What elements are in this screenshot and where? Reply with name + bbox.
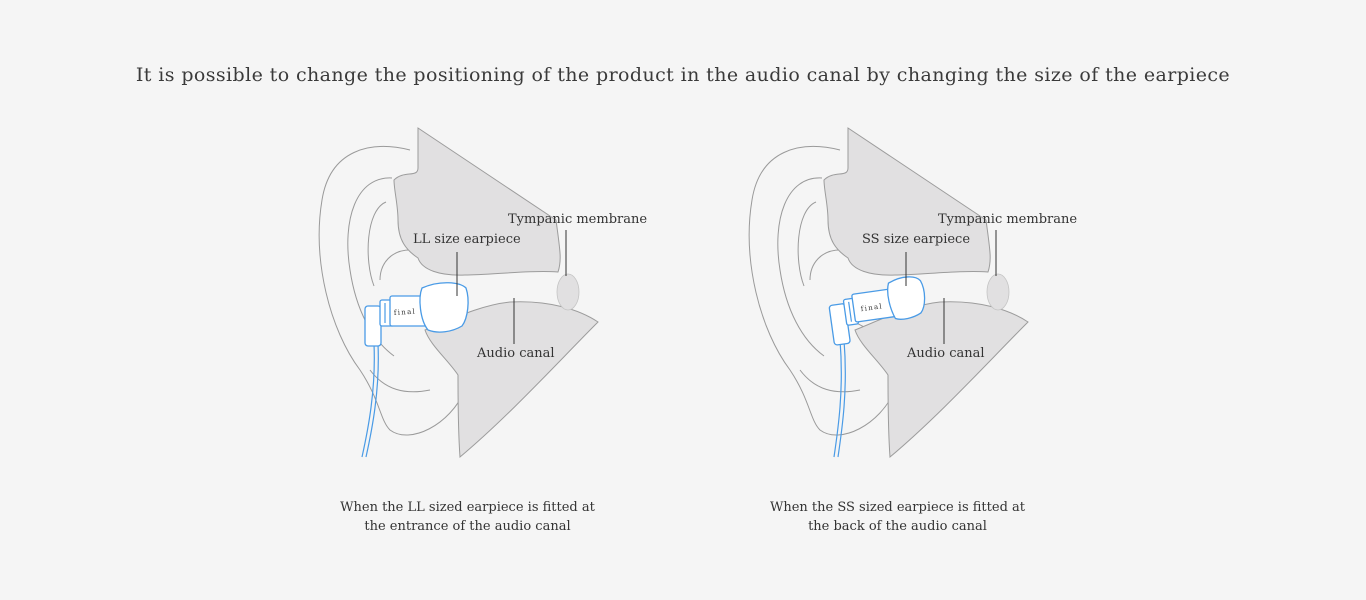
brand-logo: final [394,307,417,317]
helix-outline [777,177,825,357]
caption: When the LL sized earpiece is fitted at … [290,498,645,536]
diagram-ll-earpiece: final LL size earpiece Tympanic membrane… [290,120,690,540]
earphone-cable [833,339,846,458]
antihelix-outline [367,201,387,287]
page-heading: It is possible to change the positioning… [135,64,1231,86]
diagram-ss-earpiece: final SS size earpiece Tympanic membrane… [720,120,1120,540]
earphone-housing [364,305,382,347]
canal-label: Audio canal [477,346,555,361]
ear-diagram-ll: final [318,127,599,459]
caption: When the SS sized earpiece is fitted at … [720,498,1075,536]
earpiece-label: SS size earpiece [862,232,971,247]
caption-line-2: the back of the audio canal [808,519,987,534]
earphone-assembly: final [828,276,926,346]
earpiece-tip-ll [419,282,469,333]
head-section-lower [854,301,1029,459]
antihelix-outline [797,201,817,287]
membrane-label: Tympanic membrane [508,212,648,227]
ear-diagram-ss: final [748,127,1029,459]
caption-line-1: When the SS sized earpiece is fitted at [769,500,1026,515]
membrane-label: Tympanic membrane [938,212,1078,227]
concha-outline [809,249,846,281]
lobe-outline [799,369,861,393]
caption-line-2: the entrance of the audio canal [364,519,571,534]
head-section-lower [424,301,599,459]
earpiece-tip-ss [887,276,926,320]
lobe-outline [369,369,431,393]
earpiece-label: LL size earpiece [413,232,521,247]
tympanic-membrane [556,273,580,311]
caption-line-1: When the LL sized earpiece is fitted at [340,500,595,515]
brand-logo: final [860,302,883,313]
head-section-upper [823,127,991,276]
concha-outline [379,249,416,281]
earphone-ring [848,301,853,322]
tympanic-membrane [986,273,1010,311]
canal-label: Audio canal [907,346,985,361]
head-section-upper [393,127,561,276]
earphone-cable [361,343,379,458]
